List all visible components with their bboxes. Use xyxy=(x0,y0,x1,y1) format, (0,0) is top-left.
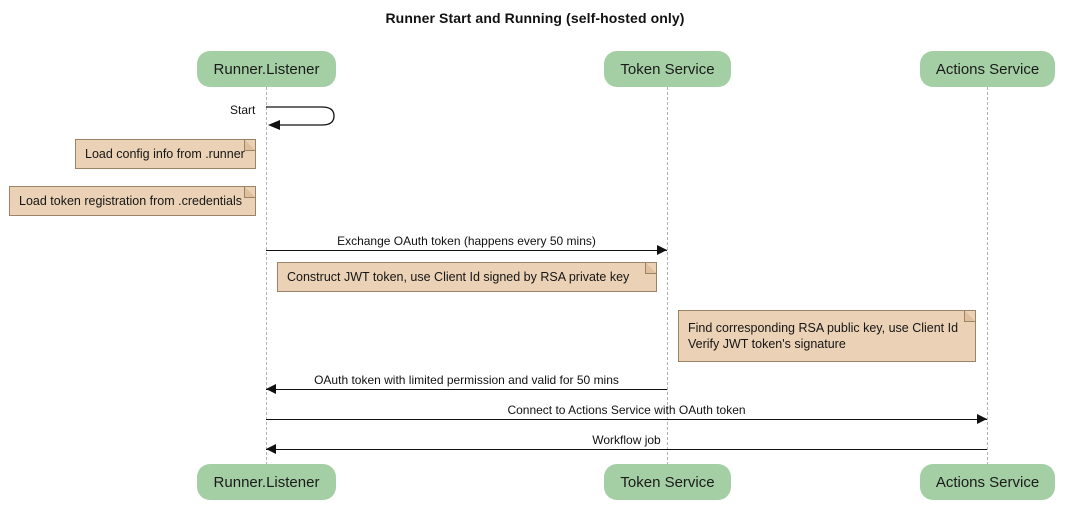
note-load-config: Load config info from .runner xyxy=(75,139,256,169)
message-label-connect-actions: Connect to Actions Service with OAuth to… xyxy=(507,403,746,417)
note-text: Load token registration from .credential… xyxy=(19,194,243,208)
message-line-exchange-oauth xyxy=(266,250,667,251)
note-text: Construct JWT token, use Client Id signe… xyxy=(287,270,630,284)
participant-runner-top[interactable]: Runner.Listener xyxy=(197,51,336,87)
message-label-oauth-token-reply: OAuth token with limited permission and … xyxy=(314,373,619,387)
lifeline-actions xyxy=(987,87,988,465)
lifeline-token xyxy=(667,87,668,465)
note-fold-icon xyxy=(964,310,976,322)
arrowhead-left-icon xyxy=(266,384,276,394)
note-fold-icon xyxy=(244,186,256,198)
participant-actions-top[interactable]: Actions Service xyxy=(920,51,1055,87)
participant-label: Actions Service xyxy=(935,60,1040,78)
participant-label: Token Service xyxy=(620,473,715,491)
message-line-oauth-token-reply xyxy=(266,389,667,390)
message-line-workflow-job xyxy=(266,449,987,450)
message-line-connect-actions xyxy=(266,419,987,420)
page-title: Runner Start and Running (self-hosted on… xyxy=(385,10,685,26)
note-construct-jwt: Construct JWT token, use Client Id signe… xyxy=(277,262,657,292)
note-text: Load config info from .runner xyxy=(85,147,245,161)
participant-actions-bottom[interactable]: Actions Service xyxy=(920,464,1055,500)
participant-token-top[interactable]: Token Service xyxy=(604,51,731,87)
message-label-exchange-oauth: Exchange OAuth token (happens every 50 m… xyxy=(337,234,596,248)
arrowhead-right-icon xyxy=(977,414,987,424)
note-fold-icon xyxy=(244,139,256,151)
participant-label: Actions Service xyxy=(935,473,1040,491)
note-fold-icon xyxy=(645,262,657,274)
arrowhead-left-icon xyxy=(266,444,276,454)
participant-label: Runner.Listener xyxy=(213,60,320,78)
message-start-selfloop xyxy=(266,104,344,132)
message-label-start: Start xyxy=(230,103,256,117)
lifeline-runner xyxy=(266,87,267,465)
note-text: Find corresponding RSA public key, use C… xyxy=(688,321,959,351)
participant-label: Runner.Listener xyxy=(213,473,320,491)
participant-label: Token Service xyxy=(620,60,715,78)
message-label-workflow-job: Workflow job xyxy=(592,433,661,447)
note-verify-jwt: Find corresponding RSA public key, use C… xyxy=(678,310,976,362)
note-load-token-registration: Load token registration from .credential… xyxy=(9,186,256,216)
arrowhead-right-icon xyxy=(657,245,667,255)
participant-token-bottom[interactable]: Token Service xyxy=(604,464,731,500)
participant-runner-bottom[interactable]: Runner.Listener xyxy=(197,464,336,500)
